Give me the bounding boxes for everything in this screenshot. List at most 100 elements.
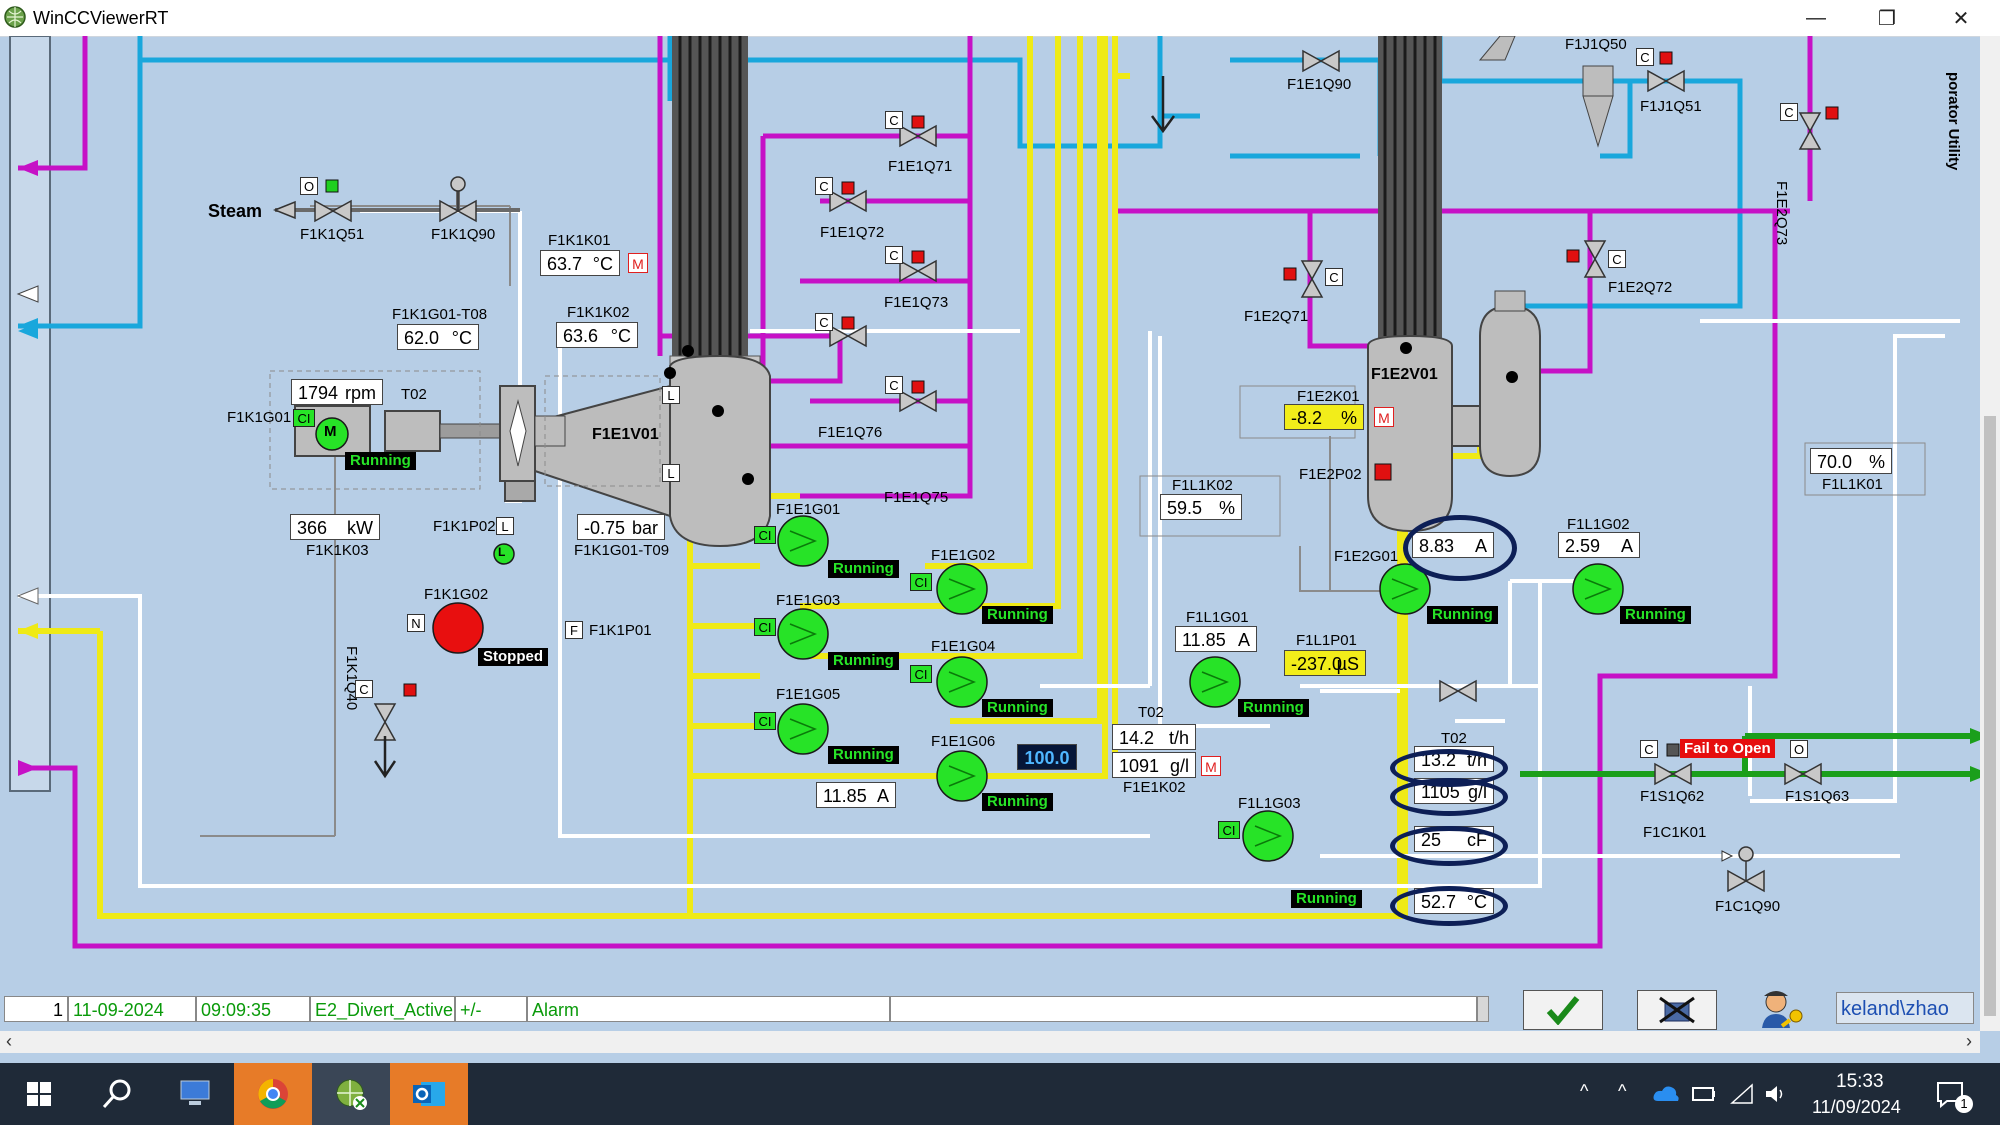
F1L1G01-label: F1L1G01 [1186, 609, 1249, 626]
horn-mute-button[interactable] [1637, 990, 1717, 1030]
F1E1G06-label: F1E1G06 [931, 733, 996, 750]
onedrive-cloud-icon[interactable] [1652, 1083, 1680, 1103]
F1K1P01-label: F1K1P01 [589, 622, 652, 639]
start-button[interactable] [0, 1063, 78, 1125]
F1S1Q62-mode[interactable]: C [1640, 740, 1658, 758]
F1L1K02-value[interactable]: 59.5% [1160, 494, 1242, 520]
scroll-right-icon[interactable]: › [1966, 1031, 1972, 1051]
F1J1Q51-mode[interactable]: C [1636, 48, 1654, 66]
F1K1K01-manual-badge: M [628, 253, 648, 273]
F1K1G01-T08-value[interactable]: 62.0°C [397, 324, 479, 350]
checkmark-icon [1546, 996, 1580, 1025]
F1E1Q75-mode[interactable]: C [885, 376, 903, 394]
F1K1G01-status: Running [345, 452, 416, 470]
close-button[interactable]: ✕ [1952, 7, 1970, 30]
acknowledge-button[interactable] [1523, 990, 1603, 1030]
windows-logo-icon [27, 1082, 51, 1106]
F1E2V01-label: F1E2V01 [1371, 366, 1438, 383]
volume-icon[interactable] [1764, 1083, 1788, 1105]
restore-button[interactable]: ❐ [1878, 7, 1896, 30]
horizontal-scrollbar[interactable]: ‹ › [0, 1031, 1980, 1053]
F1E1G02-label: F1E1G02 [931, 547, 996, 564]
taskbar-app-desktop[interactable] [156, 1063, 234, 1125]
F1K1K01-label: F1K1K01 [548, 232, 611, 249]
F1E1K02-T02-label: T02 [1138, 704, 1164, 721]
notification-center-icon[interactable] [1935, 1079, 1965, 1109]
search-button[interactable] [78, 1063, 156, 1125]
battery-icon[interactable] [1692, 1085, 1716, 1103]
alarm-scroll[interactable] [1477, 996, 1489, 1022]
F1K1K02-label: F1K1K02 [567, 304, 630, 321]
F1E2P02-label: F1E2P02 [1299, 466, 1362, 483]
minimize-button[interactable]: — [1806, 6, 1826, 29]
F1L1G03-status: Running [1291, 890, 1362, 908]
vertical-scrollbar[interactable] [1980, 36, 2000, 1031]
F1E2Q73-mode[interactable]: C [1780, 103, 1798, 121]
F1E1G05-label: F1E1G05 [776, 686, 841, 703]
F1E1Q90-label: F1E1Q90 [1287, 76, 1352, 93]
F1K1K01-value[interactable]: 63.7°C [540, 250, 620, 276]
taskbar-clock-date[interactable]: 11/09/2024 [1812, 1097, 1901, 1117]
F1E2K01-value[interactable]: -8.2% [1284, 404, 1364, 430]
windows-taskbar: ^ ^ 15:33 11/09/2024 1 [0, 1063, 2000, 1125]
F1E2Q71-mode[interactable]: C [1325, 268, 1343, 286]
F1S1Q63-mode[interactable]: O [1790, 740, 1808, 758]
F1E2Q72-mode[interactable]: C [1608, 250, 1626, 268]
F1E1Q73-label: F1E1Q73 [884, 294, 949, 311]
F1E1K02-manual-badge: M [1201, 756, 1221, 776]
user-login-button[interactable] [1752, 988, 1812, 1030]
F1E1Q72-mode[interactable]: C [815, 177, 833, 195]
F1E1Q76-mode[interactable]: C [815, 313, 833, 331]
window-title: WinCCViewerRT [33, 8, 169, 28]
wifi-icon[interactable] [1730, 1083, 1754, 1105]
tray-overflow-icon[interactable]: ^ [1580, 1081, 1589, 1101]
F1E1Q71-mode[interactable]: C [885, 111, 903, 129]
F1K1G01-label: F1K1G01 [227, 409, 292, 426]
scroll-left-icon[interactable]: ‹ [6, 1031, 12, 1051]
taskbar-app-chrome[interactable] [234, 1063, 312, 1125]
F1K1G01-ci-badge: CI [293, 409, 315, 427]
F1K1K02-value[interactable]: 63.6°C [556, 322, 638, 348]
F1E1G06-status: Running [982, 793, 1053, 811]
F1E1G01-ci: CI [754, 526, 776, 544]
F1E1K02-label: F1E1K02 [1123, 779, 1186, 796]
F1S1Q63-label: F1S1Q63 [1785, 788, 1850, 805]
wincc-globe-icon [336, 1079, 367, 1110]
setpoint-display[interactable]: 100.0 [1017, 744, 1077, 770]
F1K1Q40-label: F1K1Q40 [343, 646, 360, 711]
F1L1G02-status: Running [1620, 606, 1691, 624]
F1E1V01-level-top: L [662, 386, 680, 404]
F1L1K01-value[interactable]: 70.0% [1810, 448, 1892, 474]
tray-chevron-icon[interactable]: ^ [1618, 1081, 1627, 1101]
alarm-time: 09:09:35 [196, 996, 310, 1022]
valve-F1K1Q51-mode[interactable]: O [300, 177, 318, 195]
F1E1Q73-mode[interactable]: C [885, 246, 903, 264]
F1E2K01-label: F1E2K01 [1297, 388, 1360, 405]
F1K1P02-label: F1K1P02 [433, 518, 496, 535]
F1K1Q40-mode[interactable]: C [355, 680, 373, 698]
wincc-app-icon [4, 6, 26, 28]
F1E1Q76-label: F1E1Q76 [818, 424, 883, 441]
F1K1G02-mode[interactable]: N [407, 614, 425, 632]
taskbar-app-wincc[interactable] [312, 1063, 390, 1125]
taskbar-app-outlook[interactable] [390, 1063, 468, 1125]
highlight-ellipse-colour [1390, 826, 1508, 866]
F1L1G01-status: Running [1238, 699, 1309, 717]
F1E1G05-ci: CI [754, 712, 776, 730]
F1L1P01-label: F1L1P01 [1296, 632, 1357, 649]
outlook-icon [413, 1082, 445, 1106]
steam-label: Steam [208, 201, 263, 221]
F1E1G03-ci: CI [754, 618, 776, 636]
taskbar-clock-time[interactable]: 15:33 [1836, 1071, 1884, 1092]
F1L1G03-label: F1L1G03 [1238, 795, 1301, 812]
vertical-scroll-thumb[interactable] [1984, 416, 1996, 1016]
